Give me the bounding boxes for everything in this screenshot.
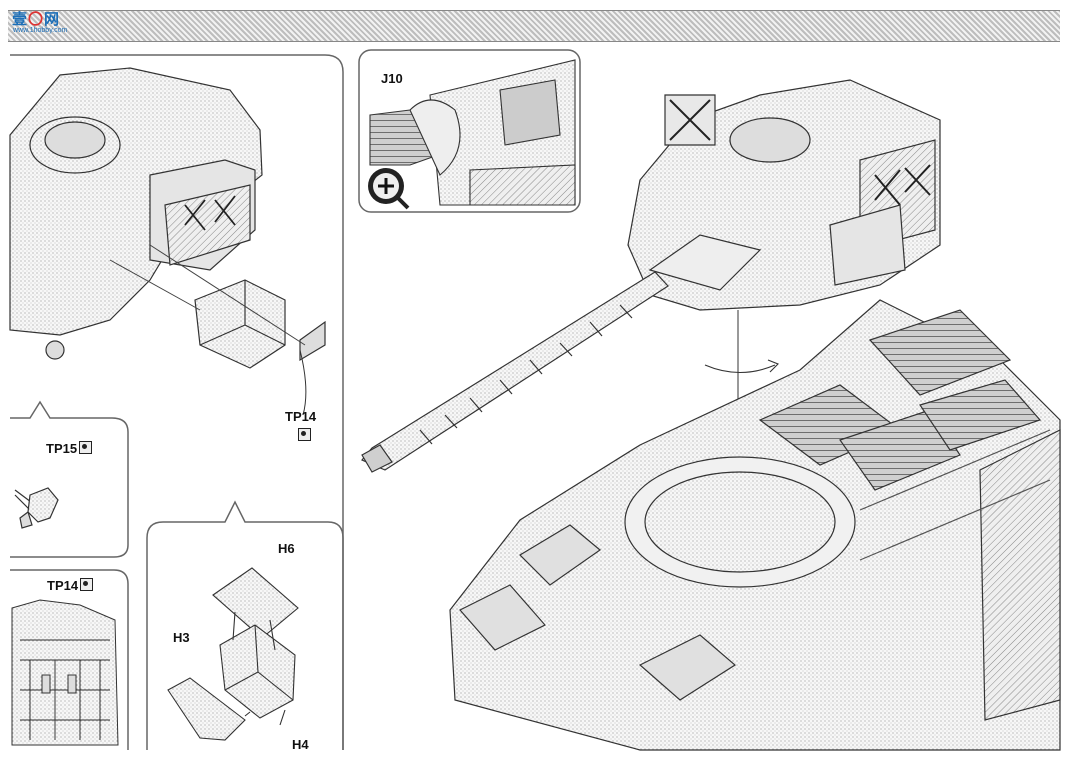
tp14-detail-art	[11, 599, 119, 746]
h-parts-callout-frame	[146, 500, 344, 750]
logo-accent: 〇	[28, 11, 45, 28]
part-label-tp15: TP15	[46, 441, 78, 456]
left-panel-frame	[10, 54, 344, 750]
part-label-j10: J10	[381, 71, 403, 86]
main-turret	[627, 79, 941, 311]
zoom-plus-icon	[368, 168, 410, 210]
j10-zoom-art	[369, 59, 576, 206]
photo-etch-icon	[80, 578, 94, 591]
part-label-h3: H3	[173, 630, 190, 645]
logo-url: www.1hobby.com	[13, 27, 68, 34]
part-label-h6: H6	[278, 541, 295, 556]
part-label-tp14-bottom: TP14	[47, 578, 79, 593]
stowage-box-tp14	[109, 244, 326, 416]
tp15-callout-frame	[10, 400, 129, 558]
logo-tail: 网	[44, 11, 61, 28]
part-label-tp14-top: TP14	[285, 409, 317, 424]
header-hatch-bar	[8, 10, 1060, 42]
tank-hull	[449, 299, 1061, 751]
main-gun-barrel	[361, 271, 669, 473]
logo-main: 壹	[12, 11, 29, 28]
tp14-detail-frame	[10, 569, 129, 750]
j10-zoom-frame	[358, 49, 581, 213]
photo-etch-icon	[298, 428, 311, 441]
tp15-part	[14, 487, 59, 529]
tp14-bottom-label-group: TP14	[47, 577, 94, 595]
h-parts-art	[167, 567, 299, 741]
tp15-label-group: TP15	[46, 440, 93, 458]
photo-etch-icon	[79, 441, 93, 454]
part-label-h4: H4	[292, 737, 309, 752]
turret-partial-left	[9, 67, 263, 360]
